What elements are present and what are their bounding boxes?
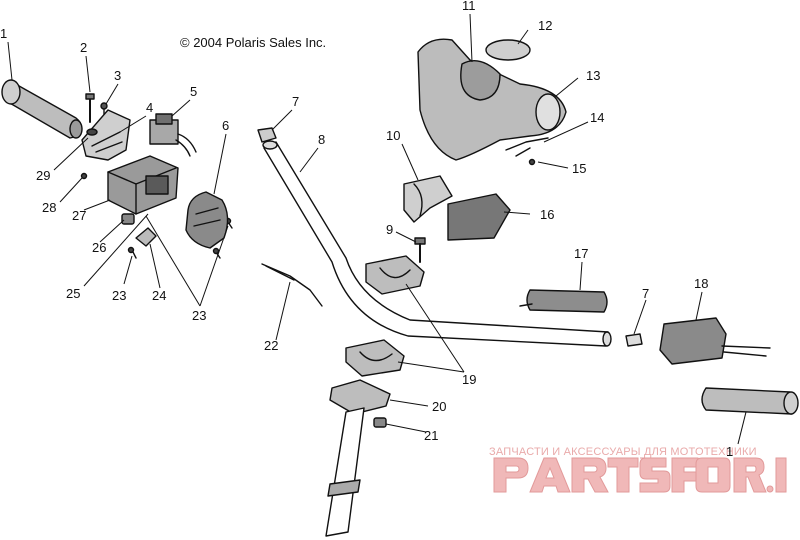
steering-plate-part-20 bbox=[329, 379, 391, 415]
pad-cover-part-16 bbox=[447, 193, 511, 241]
partsfor-watermark-logo bbox=[493, 457, 787, 493]
right-grip-heated-part bbox=[519, 289, 608, 313]
callout-21: 21 bbox=[424, 428, 438, 443]
callout-5: 5 bbox=[190, 84, 197, 99]
throttle-lever-part bbox=[81, 109, 131, 161]
callout-10: 10 bbox=[386, 128, 400, 143]
callout-27: 27 bbox=[72, 208, 86, 223]
callout-9: 9 bbox=[386, 222, 393, 237]
bar-end-plug-right bbox=[625, 333, 643, 347]
callout-1-right: 1 bbox=[726, 444, 733, 459]
callout-18: 18 bbox=[694, 276, 708, 291]
callout-25: 25 bbox=[66, 286, 80, 301]
right-grip-part bbox=[701, 387, 799, 415]
bolt-part-9 bbox=[414, 237, 426, 263]
callout-15: 15 bbox=[572, 161, 586, 176]
upper-clamp-part-10 bbox=[403, 175, 453, 223]
callout-2: 2 bbox=[80, 40, 87, 55]
callout-20: 20 bbox=[432, 399, 446, 414]
callout-13: 13 bbox=[586, 68, 600, 83]
watermark-tagline: ЗАПЧАСТИ И АКСЕССУАРЫ ДЛЯ МОТОТЕХНИКИ bbox=[489, 446, 757, 458]
leader-lines bbox=[7, 13, 747, 445]
cable-part-22 bbox=[261, 263, 323, 307]
callout-7-right: 7 bbox=[642, 286, 649, 301]
throttle-housing-part bbox=[107, 155, 179, 215]
switch-housing-part bbox=[185, 191, 229, 249]
nut-part-21 bbox=[373, 417, 387, 428]
steering-post bbox=[325, 407, 365, 537]
handlebar-clamp-upper bbox=[365, 255, 425, 295]
callout-29: 29 bbox=[36, 168, 50, 183]
control-housing-part-18 bbox=[659, 317, 771, 365]
callout-17: 17 bbox=[574, 246, 588, 261]
callout-1-left: 1 bbox=[0, 26, 7, 41]
cover-plate-part-24 bbox=[135, 227, 157, 247]
callout-23-left: 23 bbox=[112, 288, 126, 303]
copyright-notice: © 2004 Polaris Sales Inc. bbox=[180, 35, 327, 50]
handlebar-part bbox=[262, 140, 612, 347]
callout-3: 3 bbox=[114, 68, 121, 83]
screw-part-28 bbox=[80, 172, 88, 180]
nut-part-26 bbox=[121, 213, 135, 225]
callout-28: 28 bbox=[42, 200, 56, 215]
callout-4: 4 bbox=[146, 100, 153, 115]
callout-8: 8 bbox=[318, 132, 325, 147]
handlebar-pod-part bbox=[417, 38, 567, 161]
callout-7-top: 7 bbox=[292, 94, 299, 109]
callout-23-right: 23 bbox=[192, 308, 206, 323]
callout-19: 19 bbox=[462, 372, 476, 387]
screw-part-2 bbox=[85, 93, 95, 123]
callout-11: 11 bbox=[462, 0, 476, 13]
callout-14: 14 bbox=[590, 110, 604, 125]
callout-labels: 1 2 3 4 5 6 7 8 10 11 12 13 14 15 16 9 1… bbox=[0, 0, 733, 459]
callout-6: 6 bbox=[222, 118, 229, 133]
callout-16: 16 bbox=[540, 207, 554, 222]
washer-part-29 bbox=[86, 128, 98, 136]
callout-24: 24 bbox=[152, 288, 166, 303]
bar-end-plug-part bbox=[257, 127, 277, 143]
callout-22: 22 bbox=[264, 338, 278, 353]
handlebar-clamp-lower bbox=[345, 339, 405, 377]
bracket-part-14 bbox=[505, 137, 549, 157]
connector-part-5 bbox=[149, 113, 197, 157]
left-grip-part bbox=[1, 79, 83, 139]
screw-part-15 bbox=[528, 158, 536, 166]
callout-26: 26 bbox=[92, 240, 106, 255]
callout-12: 12 bbox=[538, 18, 552, 33]
decal-part-12 bbox=[485, 39, 531, 61]
